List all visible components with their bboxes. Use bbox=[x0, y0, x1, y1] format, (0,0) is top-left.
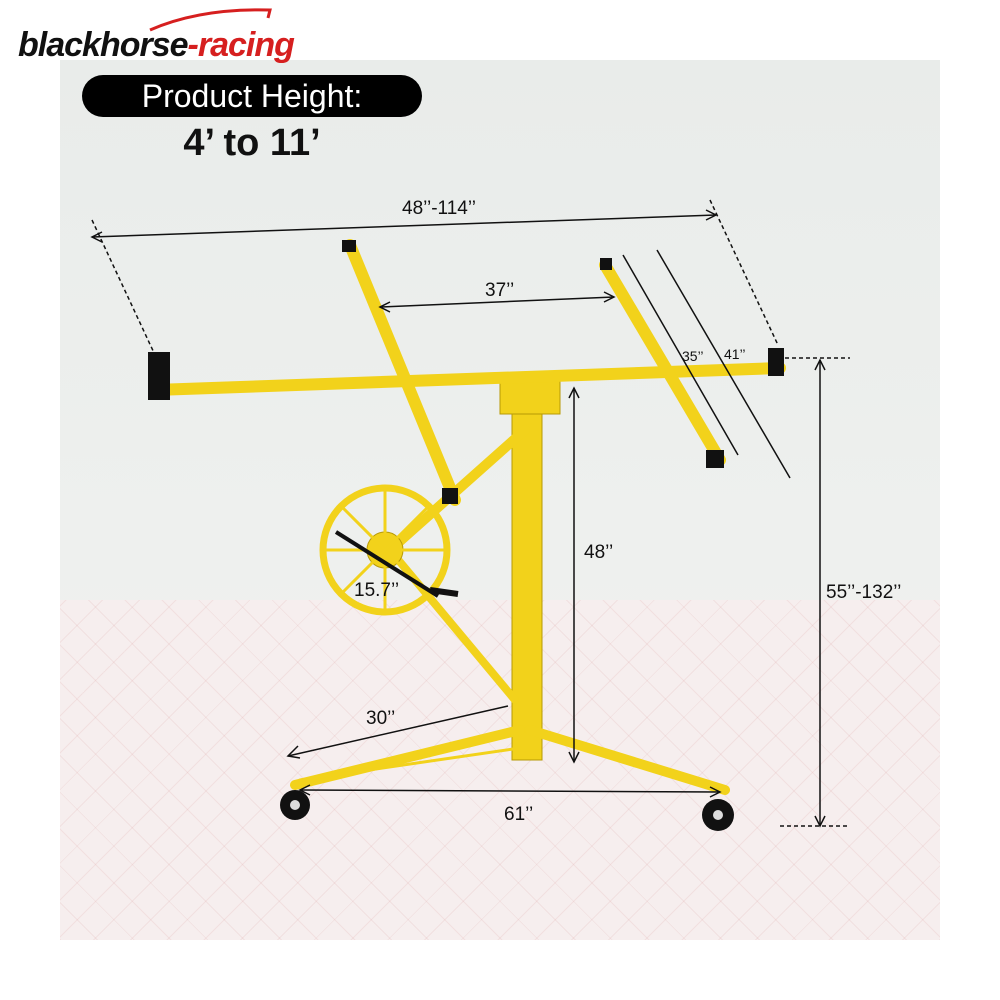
mast bbox=[511, 399, 543, 761]
product-height-value: 4’ to 11’ bbox=[183, 122, 321, 164]
dim-line-wheel bbox=[334, 530, 440, 598]
cross-bar-right bbox=[599, 259, 726, 466]
main-beam bbox=[149, 362, 786, 396]
label-base-width: 61’’ bbox=[504, 804, 534, 825]
dim-line-arm-outer bbox=[656, 249, 791, 479]
cross-bar-left bbox=[344, 239, 461, 506]
label-top-width: 48’’-114’’ bbox=[402, 198, 476, 219]
label-mast-height: 48’’ bbox=[584, 542, 614, 563]
end-cap-right bbox=[768, 348, 784, 376]
brand-name-dark: blackhorse bbox=[18, 26, 189, 64]
label-arm-outer: 41’’ bbox=[724, 346, 746, 362]
dim-line-arm-inner bbox=[622, 254, 739, 456]
mast-head bbox=[499, 377, 561, 415]
background-floor bbox=[60, 600, 940, 940]
cross-cap-top-right bbox=[600, 258, 612, 270]
winch-handle-icon bbox=[429, 587, 459, 597]
cross-cap-bottom-right bbox=[706, 450, 724, 468]
label-wheel: 15.7’’ bbox=[354, 580, 400, 601]
base-leg-right bbox=[525, 725, 730, 795]
end-cap-left bbox=[148, 352, 170, 400]
dim-line-leg bbox=[287, 705, 509, 757]
cross-cap-top-left bbox=[342, 240, 356, 252]
dim-line-base bbox=[299, 789, 721, 793]
base-brace bbox=[298, 746, 522, 782]
product-height-label: Product Height: bbox=[82, 75, 422, 117]
dim-line-center bbox=[379, 296, 615, 308]
logo-arc-icon bbox=[149, 8, 272, 32]
label-arm-inner: 35’’ bbox=[682, 348, 704, 364]
label-leg-length: 30’’ bbox=[366, 708, 396, 729]
label-center-width: 37’’ bbox=[485, 280, 515, 301]
label-overall-height: 55’’-132’’ bbox=[826, 582, 902, 603]
dim-line-top-width bbox=[91, 214, 717, 238]
cross-cap-bottom-left bbox=[442, 488, 458, 504]
brand-name-red: -racing bbox=[187, 26, 295, 64]
brand-logo: blackhorse-racing bbox=[18, 26, 295, 65]
